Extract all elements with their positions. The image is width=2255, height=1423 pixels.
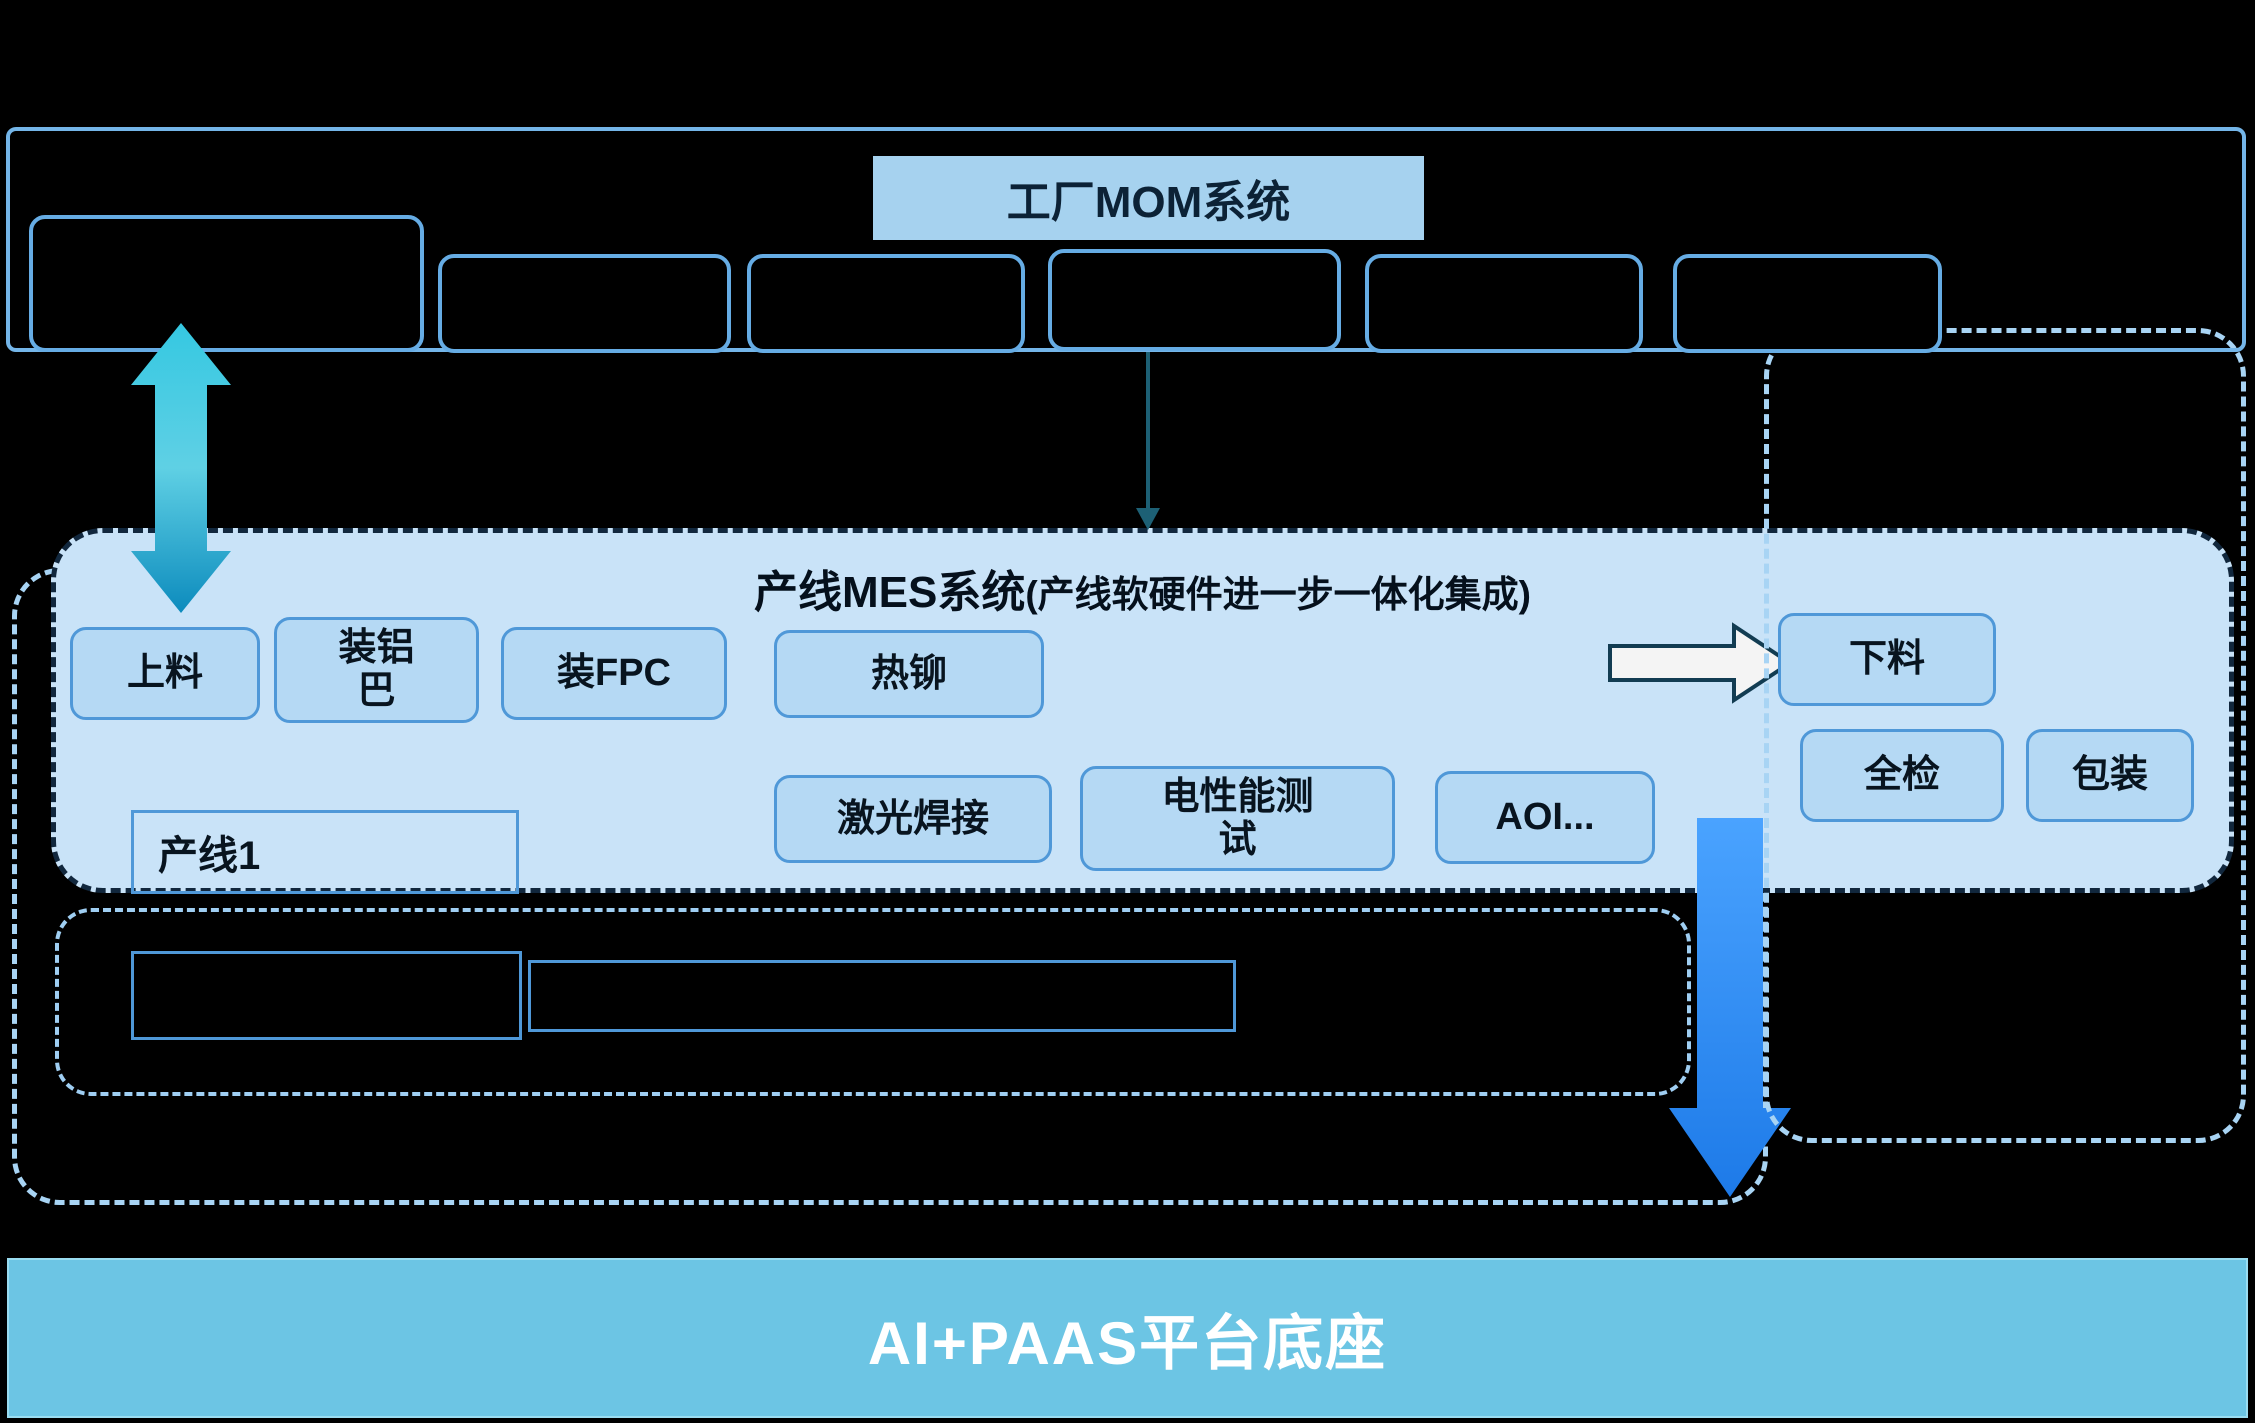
- station-laser-weld: 激光焊接: [774, 775, 1052, 863]
- station-aluminum-busbar: 装铝 巴: [274, 617, 479, 723]
- mom-to-mes-arrow: [1136, 352, 1160, 530]
- mom-module-box-3: [747, 254, 1025, 353]
- mom-module-box-1: [29, 215, 424, 352]
- mom-title: 工厂MOM系统: [873, 156, 1424, 240]
- mom-module-box-2: [438, 254, 731, 353]
- production-line-label: 产线1: [131, 810, 519, 894]
- placeholder-box-1: [131, 951, 522, 1040]
- station-full-inspection: 全检: [1800, 729, 2004, 822]
- mom-module-box-6: [1673, 254, 1942, 353]
- mes-title-sub: (产线软硬件进一步一体化集成): [1025, 574, 1531, 615]
- station-electrical-test: 电性能测 试: [1080, 766, 1395, 871]
- mom-module-box-5: [1365, 254, 1643, 353]
- platform-banner: AI+PAAS平台底座: [7, 1258, 2248, 1418]
- station-hot-rivet: 热铆: [774, 630, 1044, 718]
- secondary-line-panel: [55, 908, 1691, 1096]
- flow-right-arrow: [1608, 622, 1794, 704]
- mes-title: 产线MES系统(产线软硬件进一步一体化集成): [51, 556, 2234, 620]
- station-loading: 上料: [70, 627, 260, 720]
- station-unloading: 下料: [1778, 613, 1996, 706]
- station-fpc-mount: 装FPC: [501, 627, 727, 720]
- placeholder-box-2: [528, 960, 1236, 1032]
- bidirectional-arrow: [131, 323, 231, 613]
- outbound-container: [1764, 328, 2246, 1143]
- flow-down-arrow: [1669, 818, 1791, 1197]
- mes-title-main: 产线MES系统: [753, 568, 1026, 617]
- platform-banner-label: AI+PAAS平台底座: [867, 1309, 1388, 1377]
- station-packing: 包装: [2026, 729, 2194, 822]
- mom-module-box-4: [1048, 249, 1341, 351]
- station-aoi: AOI...: [1435, 771, 1655, 864]
